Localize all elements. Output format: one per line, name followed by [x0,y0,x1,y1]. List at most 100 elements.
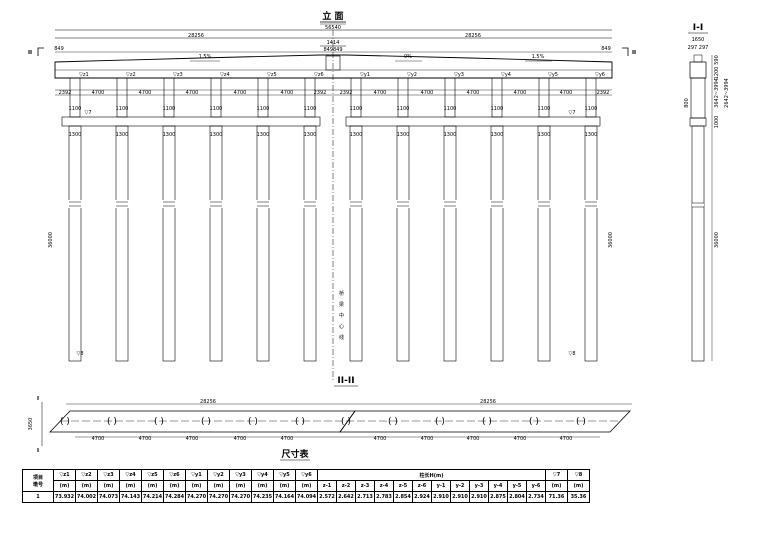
pile-width-label: 1300 [397,132,410,138]
pile [443,125,457,362]
plan-title: II-II [337,376,354,386]
pile-width-label: 1300 [210,132,223,138]
pile-width-label: 1300 [350,132,363,138]
pier-width-label: 1100 [350,106,363,112]
dim-half-left: 28256 [188,33,204,39]
section-mark-right: II [632,50,636,56]
svg-text:4700: 4700 [281,90,294,96]
mark-7-left: ▽7 [84,110,91,116]
plan-half-right: 28256 [480,399,496,405]
svg-text:2642~3994: 2642~3994 [724,78,730,108]
pier-width-label: 1100 [304,106,317,112]
section-mark-left: II [28,50,32,56]
pile [68,125,82,362]
plan-pile-symbol: ( ) [482,417,492,427]
svg-text:4700: 4700 [92,436,105,442]
svg-text:梁: 梁 [339,301,344,308]
pier-width-label: 1100 [257,106,270,112]
plan-spacing: 4700 4700 4700 4700 4700 4700 4700 4700 … [92,436,573,442]
pier-top-label: ▽y1 [360,72,370,78]
svg-text:2392: 2392 [59,90,72,96]
pile [584,125,598,362]
elevation-title: 立 面 [322,10,343,22]
pier-top-label: ▽y3 [454,72,464,78]
pile-width-label: 1300 [163,132,176,138]
plan-pile-symbol: ( ) [576,417,586,427]
pile-width-label: 1300 [304,132,317,138]
svg-text:4700: 4700 [234,90,247,96]
svg-text:4700: 4700 [281,436,294,442]
dim-end-left: 849 [54,46,64,52]
plan-pile-symbol: ( ) [295,417,305,427]
svg-text:中: 中 [339,312,344,319]
svg-text:36000: 36000 [714,232,720,248]
pier-top-label: ▽z3 [173,72,183,78]
svg-text:4700: 4700 [514,90,527,96]
plan-pile-symbol: ( ) [201,417,211,427]
pile-width-label: 1300 [257,132,270,138]
pier-column [210,77,222,118]
svg-text:4700: 4700 [234,436,247,442]
pier-width-label: 1100 [585,106,598,112]
pier-width-label: 1100 [397,106,410,112]
pier-width-label: 1100 [116,106,129,112]
pier-top-label: ▽y5 [548,72,558,78]
dim-half-right: 28256 [465,33,481,39]
pier-column [491,77,503,118]
pier-top-label: ▽z6 [314,72,324,78]
pier-top-label: ▽z5 [267,72,277,78]
pier-top-label: ▽z1 [79,72,89,78]
section-I-title: I-I [693,23,703,33]
svg-text:4700: 4700 [186,436,199,442]
plan-mark-top: I [37,396,39,402]
pile [396,125,410,362]
svg-text:2392: 2392 [340,90,353,96]
pier-width-label: 1100 [69,106,82,112]
svg-text:线: 线 [339,334,344,341]
svg-text:4700: 4700 [560,436,573,442]
svg-text:1200: 1200 [714,67,720,80]
svg-text:4700: 4700 [186,90,199,96]
pile [537,125,551,362]
pier-top-label: ▽y4 [501,72,511,78]
svg-text:4700: 4700 [467,90,480,96]
table-title: 尺寸表 [281,448,309,460]
plan-half-left: 28256 [200,399,216,405]
spacing-left: 2392 4700 4700 4700 4700 4700 2392 [59,90,327,96]
pile [256,125,270,362]
pier-width-label: 1100 [538,106,551,112]
svg-text:4700: 4700 [374,90,387,96]
pillar-header: 柱长H(m) [317,469,546,481]
pile [349,125,363,362]
pier-column [69,77,81,118]
section-I-width: 1650 [692,37,705,43]
pier-column [116,77,128,118]
dimension-table: 项目墩号 ▽z1 ▽z2 ▽z3 ▽z4 ▽z5 ▽z6 ▽y1 ▽y2 ▽y3… [22,469,590,503]
svg-text:1000: 1000 [714,116,720,129]
svg-text:3642~3994: 3642~3994 [714,78,720,108]
pier-column [257,77,269,118]
pile [162,125,176,362]
plan-pile-symbol: ( ) [388,417,398,427]
plan-pile-symbol: ( ) [154,417,164,427]
svg-text:4700: 4700 [560,90,573,96]
svg-text:4700: 4700 [139,436,152,442]
slope-left: 1.5% [199,54,212,60]
pier-column [350,77,362,118]
pile-width-label: 1300 [538,132,551,138]
svg-text:2392: 2392 [597,90,610,96]
pier-width-label: 1100 [163,106,176,112]
pier-column [585,77,597,118]
spacing-right: 2392 4700 4700 4700 4700 4700 2392 [340,90,610,96]
pile [303,125,317,362]
pier-column [397,77,409,118]
slope-right: 1.5% [532,54,545,60]
pier-column [304,77,316,118]
pier-top-label: ▽z4 [220,72,230,78]
pile-width-label: 1300 [444,132,457,138]
pile [490,125,504,362]
section-I-widths: 297 297 [688,45,709,51]
pier-width-label: 1100 [491,106,504,112]
